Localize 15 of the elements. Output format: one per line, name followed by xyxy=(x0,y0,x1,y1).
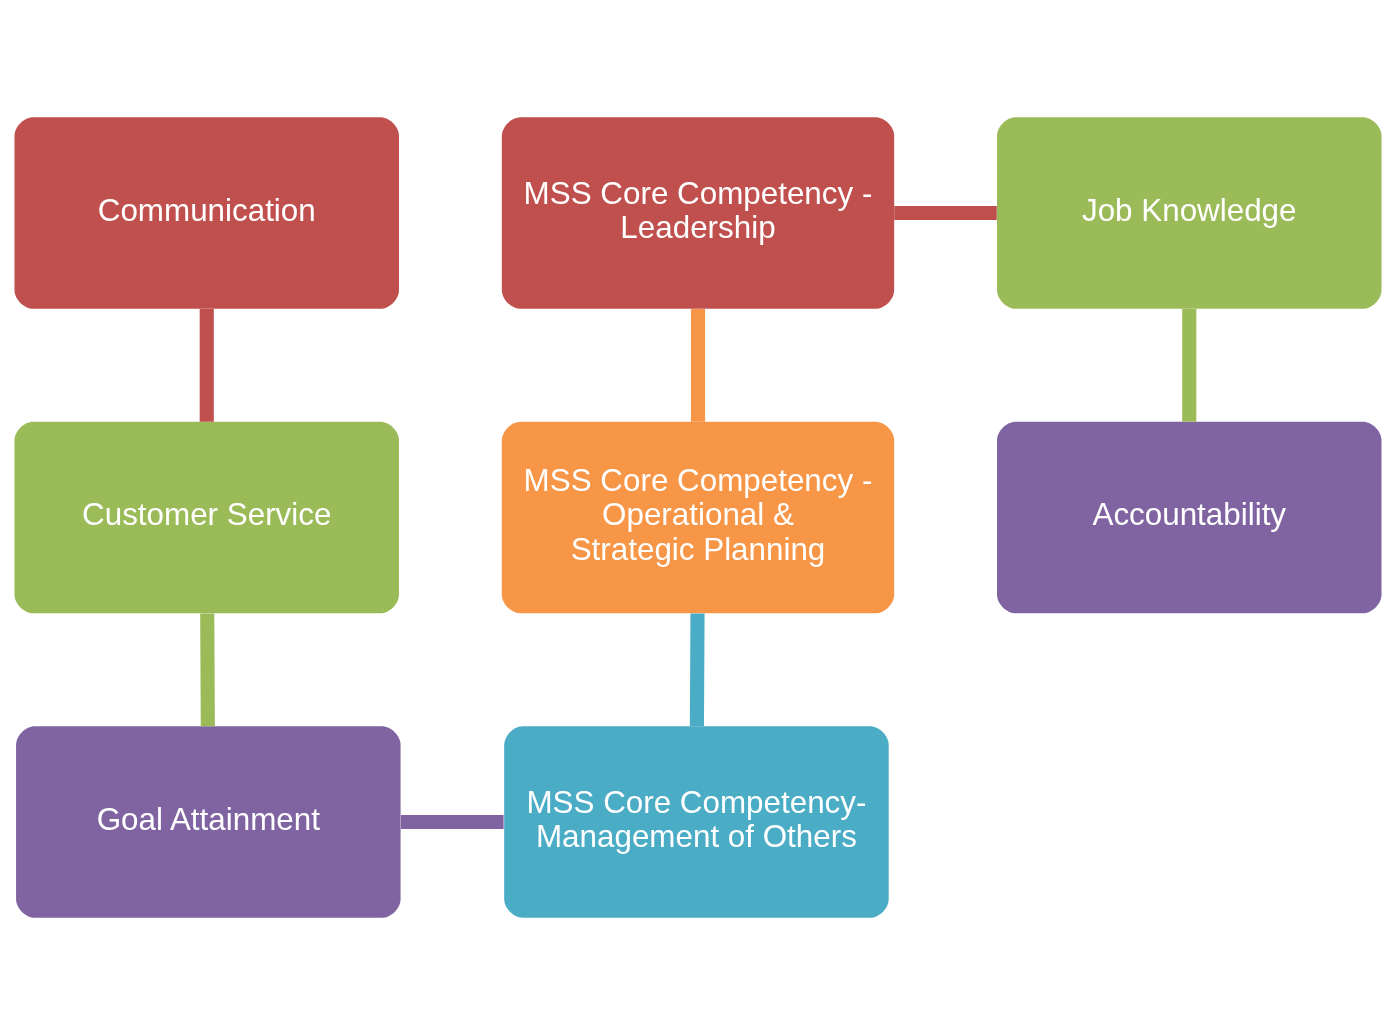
connector xyxy=(1182,308,1197,422)
connector xyxy=(200,613,215,726)
node-box: MSS Core Competency - Leadership xyxy=(501,116,895,309)
node-box: Customer Service xyxy=(14,421,399,613)
node-box: MSS Core Competency - Operational & Strategic Planning xyxy=(501,421,895,613)
node-box: Accountability xyxy=(997,421,1382,613)
connector xyxy=(690,308,706,422)
connector xyxy=(199,308,214,422)
node-box: MSS Core Competency- Management of Others xyxy=(504,725,889,918)
node-box: Goal Attainment xyxy=(16,725,401,918)
node-box: Communication xyxy=(14,116,399,309)
node-box: Job Knowledge xyxy=(997,116,1382,309)
connector xyxy=(689,613,705,726)
connector xyxy=(400,814,504,829)
connector xyxy=(894,205,997,220)
